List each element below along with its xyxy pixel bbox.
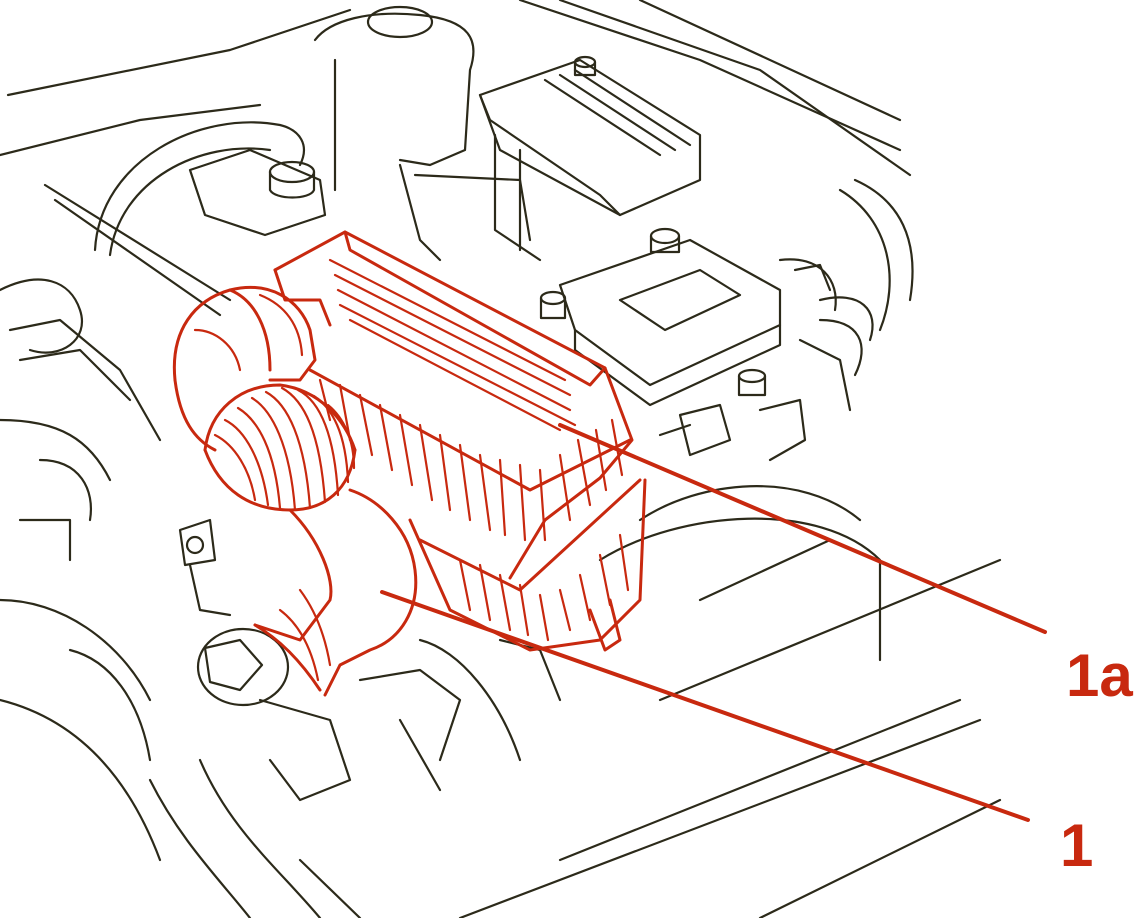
engine-bay-linework — [0, 0, 1002, 918]
air-cleaner-housing-lower — [408, 478, 647, 652]
corrugated-intake-hose — [203, 383, 357, 512]
leader-line-1 — [380, 590, 1030, 822]
leader-line-1a — [558, 423, 1047, 634]
intake-duct — [253, 488, 418, 697]
callout-label-1: 1 — [1060, 812, 1093, 879]
callout-label-1a: 1a — [1066, 642, 1133, 709]
air-cleaner-housing-lid — [273, 230, 642, 592]
intake-elbow — [172, 285, 317, 452]
callout-1a: 1a — [558, 423, 1133, 709]
callout-1: 1 — [380, 590, 1093, 879]
air-cleaner-assembly — [172, 230, 647, 697]
